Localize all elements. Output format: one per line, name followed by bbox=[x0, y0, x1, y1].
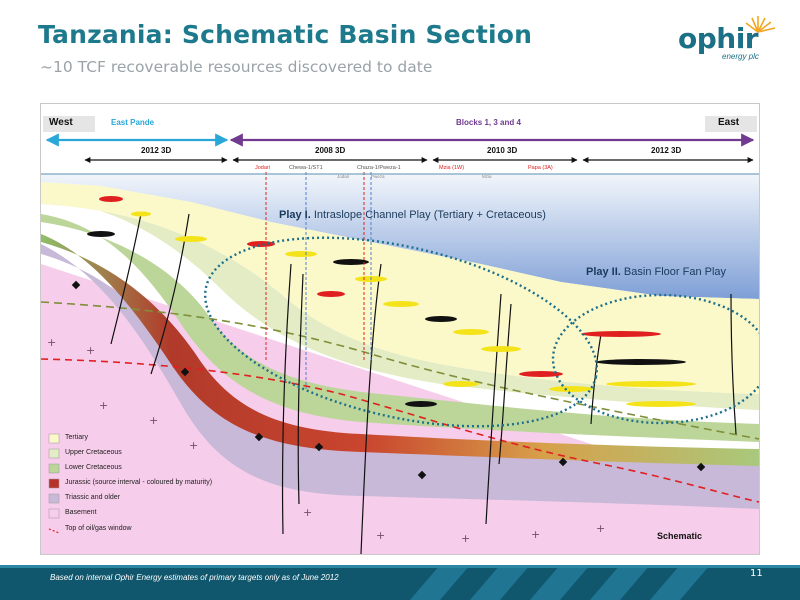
sunburst-icon bbox=[745, 16, 776, 33]
tertiary-layer bbox=[41, 182, 759, 394]
legend-label-jurassic: Jurassic (source interval - coloured by … bbox=[65, 479, 213, 486]
footer-note: Based on internal Ophir Energy estimates… bbox=[50, 573, 339, 582]
svg-text:+: + bbox=[149, 414, 158, 427]
east-label: East bbox=[718, 117, 740, 128]
survey-label-4: 2012 3D bbox=[649, 146, 684, 155]
blocks-label: Blocks 1, 3 and 4 bbox=[456, 118, 521, 127]
svg-text:+: + bbox=[461, 532, 470, 545]
legend-label-lower-cretaceous: Lower Cretaceous bbox=[65, 464, 122, 471]
east-label-box bbox=[705, 116, 757, 132]
svg-text:+: + bbox=[47, 336, 56, 349]
minor-well-1: Jodari bbox=[337, 174, 350, 179]
west-label-box bbox=[43, 116, 95, 132]
svg-text:+: + bbox=[596, 522, 605, 535]
play2-outline bbox=[551, 293, 759, 425]
west-label: West bbox=[49, 117, 73, 128]
minor-well-2: Pweza bbox=[371, 174, 385, 179]
slide-subtitle: ~10 TCF recoverable resources discovered… bbox=[40, 58, 433, 76]
footer-stripes bbox=[0, 565, 800, 600]
svg-text:+: + bbox=[376, 529, 385, 542]
svg-text:+: + bbox=[189, 439, 198, 452]
play1-label: Play I. Intraslope Channel Play (Tertiar… bbox=[279, 209, 546, 221]
well-label-jodari: Jodari bbox=[255, 165, 270, 171]
well-label-chewa: Chewa-1/ST1 bbox=[289, 165, 323, 171]
page-number: 11 bbox=[750, 568, 763, 579]
survey-label-1: 2012 3D bbox=[139, 146, 174, 155]
basement-marks: + + + + + + + + + + bbox=[47, 336, 605, 545]
legend-label-tertiary: Tertiary bbox=[65, 434, 88, 441]
play2-bold: Play II. bbox=[586, 266, 621, 278]
lower-cretaceous-layer bbox=[41, 214, 759, 442]
well-label-papa: Papa (3A) bbox=[528, 165, 553, 171]
upper-cretaceous-layer bbox=[41, 199, 759, 410]
play1-bold: Play I. bbox=[279, 209, 311, 221]
legend-label-oil-gas-window: Top of oil/gas window bbox=[65, 525, 132, 532]
schematic-label: Schematic bbox=[657, 531, 703, 541]
well-label-mzia: Mzia (1W) bbox=[439, 165, 465, 171]
horizon-line bbox=[41, 301, 759, 440]
basin-section-diagram: + + + + + + + + + + bbox=[41, 104, 759, 554]
legend-label-triassic: Triassic and older bbox=[65, 494, 120, 501]
logo-text: ophir bbox=[678, 22, 759, 55]
fault-lines bbox=[110, 213, 737, 554]
legend-label-upper-cretaceous: Upper Cretaceous bbox=[65, 449, 122, 456]
well-lines bbox=[265, 172, 365, 362]
oil-gas-window-line bbox=[41, 358, 759, 503]
reservoir-lenses bbox=[87, 196, 696, 407]
minor-well-3: Mzia bbox=[482, 174, 492, 179]
svg-text:+: + bbox=[531, 528, 540, 541]
legend-label-basement: Basement bbox=[65, 509, 97, 516]
svg-text:+: + bbox=[86, 344, 95, 357]
jurassic-layer bbox=[41, 234, 759, 466]
logo-subtext: energy plc bbox=[722, 52, 759, 61]
triassic-layer bbox=[41, 244, 759, 509]
legend bbox=[48, 433, 60, 534]
basin-section-figure: + + + + + + + + + + bbox=[40, 103, 760, 555]
slide-title: Tanzania: Schematic Basin Section bbox=[38, 20, 533, 49]
survey-label-2: 2008 3D bbox=[313, 146, 348, 155]
east-pande-label: East Pande bbox=[111, 118, 155, 127]
well-lines-blue bbox=[305, 172, 372, 389]
play2-text: Basin Floor Fan Play bbox=[620, 266, 727, 278]
source-markers bbox=[71, 280, 706, 480]
well-label-chaza: Chaza-1/Pweza-1 bbox=[357, 165, 401, 171]
svg-text:+: + bbox=[99, 399, 108, 412]
play2-label: Play II. Basin Floor Fan Play bbox=[586, 266, 726, 278]
ophir-logo bbox=[670, 10, 780, 70]
survey-label-3: 2010 3D bbox=[485, 146, 520, 155]
play1-outline bbox=[203, 236, 599, 428]
play1-text: Intraslope Channel Play (Tertiary + Cret… bbox=[310, 209, 546, 221]
sea-layer bbox=[41, 174, 759, 299]
svg-text:+: + bbox=[303, 506, 312, 519]
